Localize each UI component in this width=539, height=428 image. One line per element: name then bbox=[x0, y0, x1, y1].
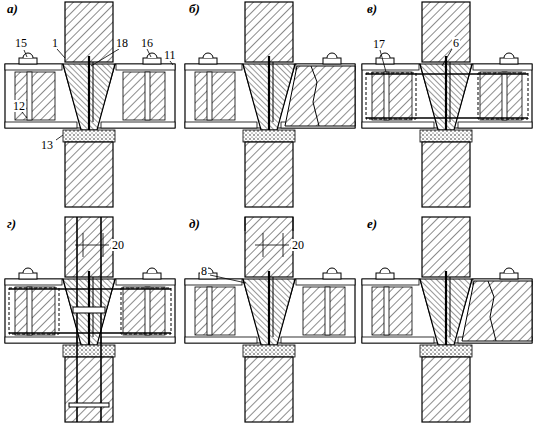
callout-number: 12 bbox=[12, 100, 26, 112]
joint-d bbox=[185, 217, 355, 422]
callout-number: 16 bbox=[140, 37, 154, 49]
panel-letter: в) bbox=[366, 2, 378, 15]
joint-a bbox=[5, 2, 175, 207]
callout-number: 15 bbox=[14, 37, 28, 49]
callout-number: 1 bbox=[51, 37, 59, 49]
dimension-label: 20 bbox=[111, 239, 125, 251]
leader-lines bbox=[22, 49, 452, 283]
callout-number: 8 bbox=[200, 265, 208, 277]
callout-number: 11 bbox=[163, 49, 177, 61]
panel-letter: д) bbox=[188, 217, 201, 230]
panel-letter: е) bbox=[366, 217, 378, 230]
callout-number: 6 bbox=[452, 37, 460, 49]
joint-v bbox=[362, 2, 532, 207]
panel-letter: г) bbox=[6, 217, 17, 230]
joint-g bbox=[5, 217, 175, 422]
joint-b bbox=[185, 2, 355, 207]
callout-number: 17 bbox=[372, 38, 386, 50]
panel-letter: б) bbox=[188, 2, 201, 15]
callout-number: 18 bbox=[115, 37, 129, 49]
panel-letter: а) bbox=[6, 2, 19, 15]
dimension-label: 20 bbox=[291, 239, 305, 251]
joint-e bbox=[362, 217, 532, 422]
callout-number: 13 bbox=[40, 139, 54, 151]
